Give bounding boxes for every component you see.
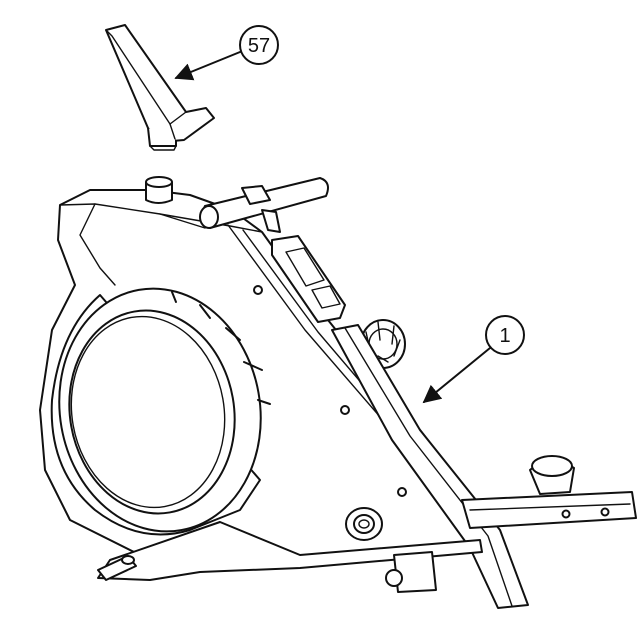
callout-1: 1 bbox=[422, 315, 525, 404]
callout-57-circle bbox=[239, 25, 279, 65]
callout-57: 57 bbox=[174, 25, 279, 81]
part-57-bracket bbox=[105, 24, 215, 151]
main-rail bbox=[331, 324, 529, 609]
handlebar bbox=[199, 177, 329, 233]
console-display bbox=[271, 235, 346, 323]
callout-1-arrow bbox=[422, 347, 491, 404]
center-pivot bbox=[345, 507, 383, 541]
lower-leg bbox=[385, 551, 437, 593]
front-stabilizer bbox=[461, 455, 637, 529]
rear-stabilizer bbox=[97, 521, 483, 581]
top-post bbox=[145, 176, 173, 204]
callout-57-arrow bbox=[174, 51, 241, 81]
callout-1-label: 1 bbox=[499, 325, 510, 347]
callout-57-label: 57 bbox=[248, 35, 270, 57]
flywheel-disc bbox=[50, 287, 271, 536]
callout-1-circle bbox=[485, 315, 525, 355]
